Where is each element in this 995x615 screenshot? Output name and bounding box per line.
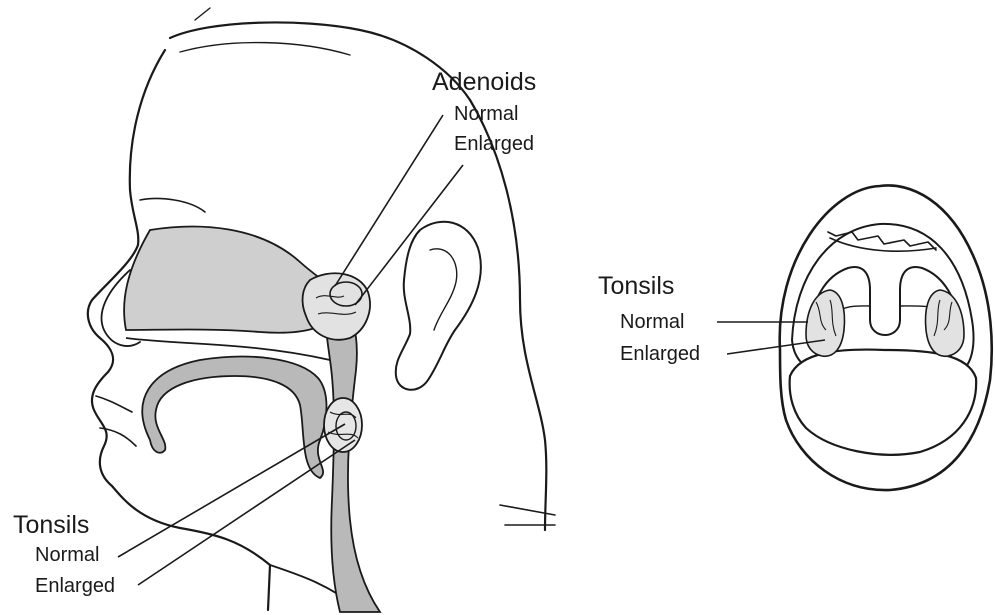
ear bbox=[396, 222, 481, 390]
ear-inner bbox=[430, 249, 457, 330]
tongue-front bbox=[790, 350, 977, 455]
hair-strand bbox=[195, 8, 210, 20]
mouth-tonsils-title: Tonsils bbox=[598, 274, 674, 299]
upper-lip bbox=[96, 396, 132, 412]
adenoids-normal-label: Normal bbox=[454, 104, 518, 124]
leader-adenoids-enlarged bbox=[355, 165, 463, 305]
mouth-tonsils-normal-label: Normal bbox=[620, 312, 684, 332]
leader-tonsils-enlarged bbox=[138, 440, 355, 585]
leader-lines-side bbox=[118, 115, 463, 585]
mouth-tonsils-enlarged-label: Enlarged bbox=[620, 344, 700, 364]
side-tonsils-normal-label: Normal bbox=[35, 545, 99, 565]
side-tonsils-title: Tonsils bbox=[13, 513, 89, 538]
back-of-head bbox=[470, 100, 546, 530]
adenoids-title: Adenoids bbox=[432, 70, 536, 95]
hair-strand bbox=[180, 43, 350, 55]
adenoids-enlarged-label: Enlarged bbox=[454, 134, 534, 154]
eyebrow bbox=[140, 199, 205, 213]
tongue bbox=[142, 357, 326, 478]
side-tonsils-enlarged-label: Enlarged bbox=[35, 576, 115, 596]
collar bbox=[500, 505, 555, 525]
hair-outline bbox=[170, 22, 470, 100]
